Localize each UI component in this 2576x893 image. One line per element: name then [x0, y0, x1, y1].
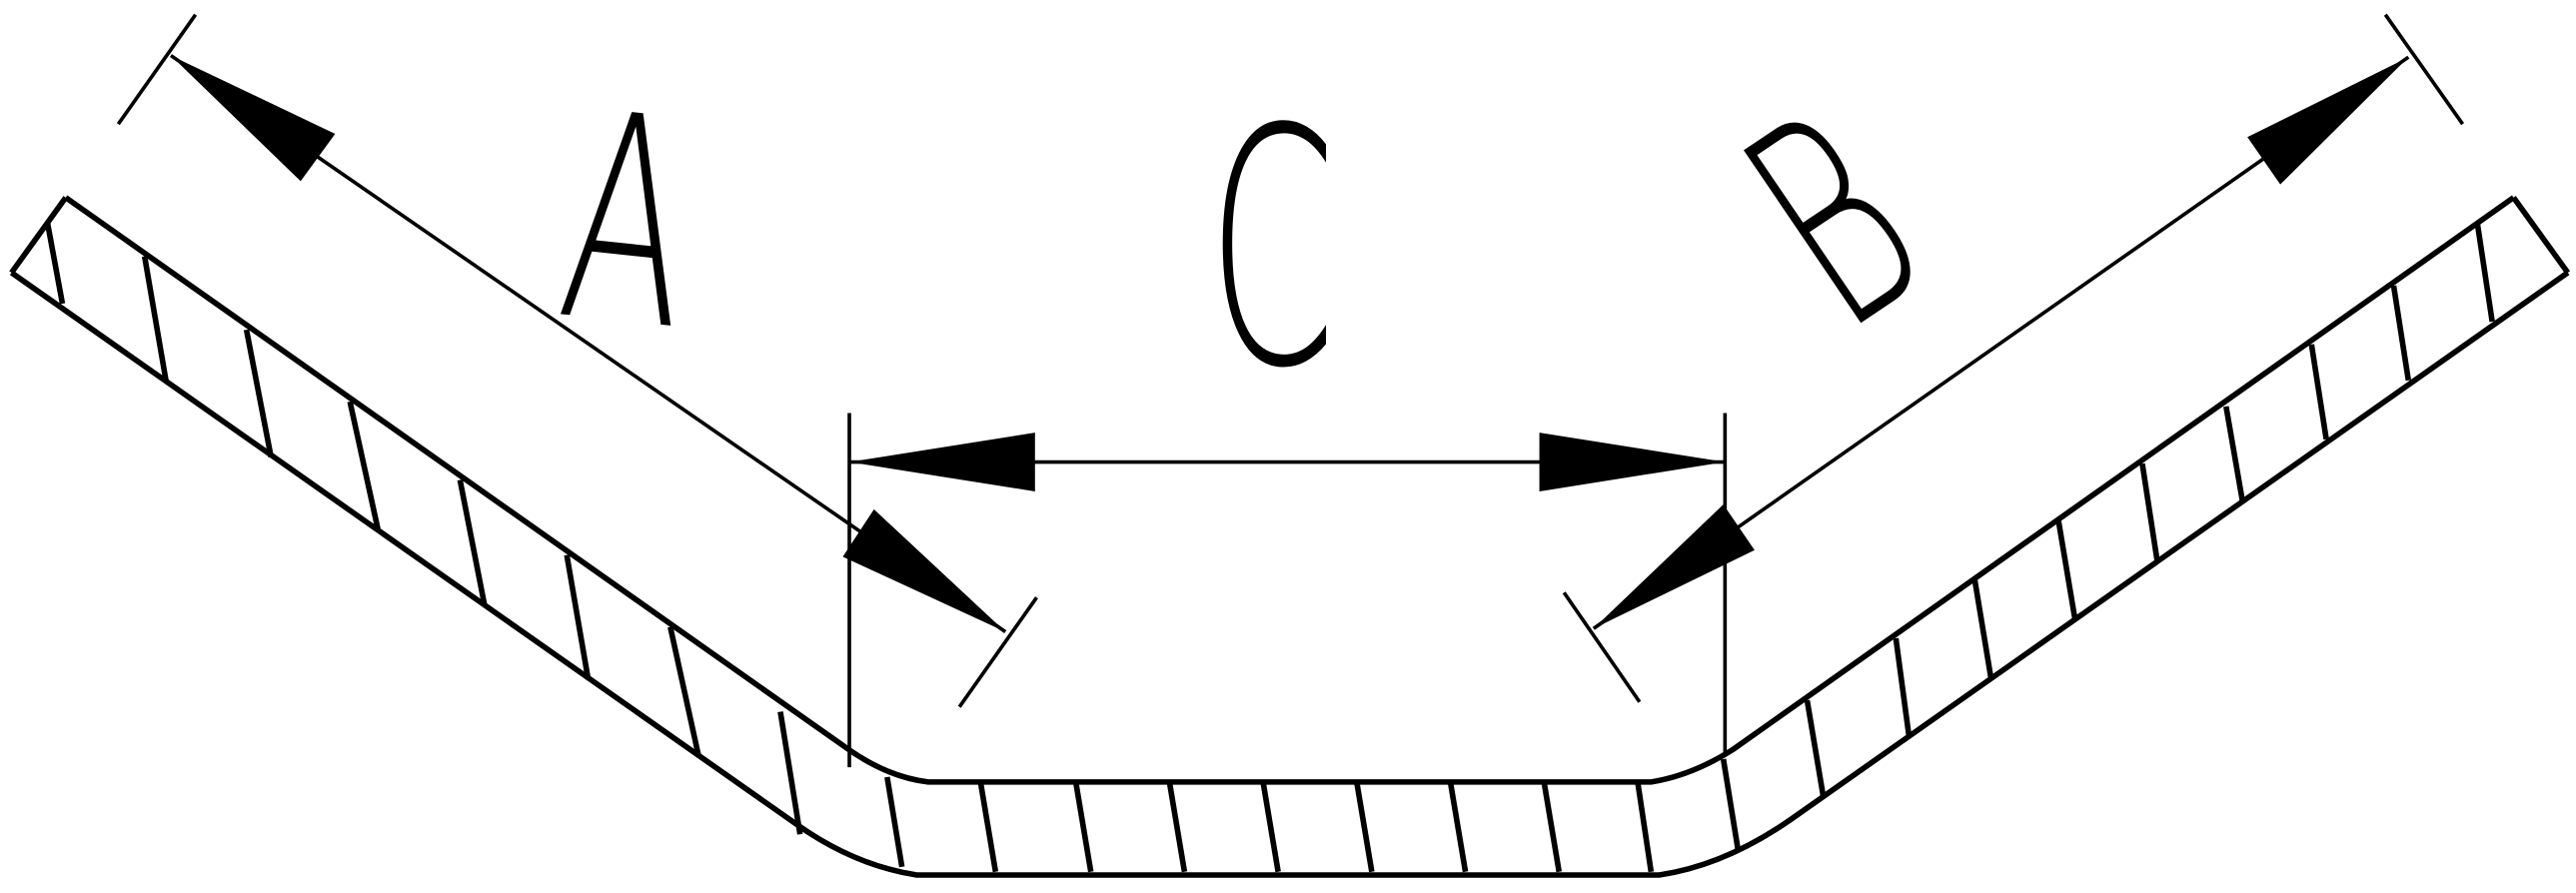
- dimension-b-arrow-bottom: [1593, 504, 1755, 629]
- hatch-line: [347, 401, 381, 530]
- dimension-b-extension-top: [2383, 13, 2465, 126]
- dimension-c: [847, 413, 1728, 768]
- dimension-a-arrow-top: [170, 55, 336, 182]
- hatch-line: [2390, 285, 2412, 382]
- hatch-line: [667, 626, 701, 755]
- dimension-b-label: B: [1695, 53, 1975, 392]
- hatch-line: [1354, 783, 1375, 873]
- hatch-line: [2139, 462, 2160, 561]
- hatch-line: [2308, 344, 2329, 441]
- hatch-line: [1541, 783, 1563, 873]
- hatch-line: [2223, 406, 2245, 502]
- dimension-b-arrow-top: [2247, 57, 2409, 185]
- dimension-a-label: A: [549, 51, 704, 394]
- hatch-line: [1635, 783, 1655, 873]
- hatch-line: [2474, 223, 2495, 323]
- dimension-a-extension-top: [116, 13, 198, 126]
- hatch-line: [2055, 519, 2078, 619]
- channel-left-end: [9, 196, 69, 275]
- hatch-line: [1893, 637, 1913, 737]
- hatch-line: [1260, 783, 1281, 873]
- dimension-a-extension-bottom: [957, 596, 1038, 708]
- dimension-lines: [116, 13, 2465, 768]
- dimension-c-arrow-right: [1539, 433, 1726, 491]
- dimension-a: [116, 13, 1038, 708]
- hatch-line: [977, 783, 999, 873]
- hatch-line: [1073, 783, 1094, 873]
- dimension-b-extension-bottom: [1562, 591, 1642, 703]
- hatch-line: [243, 329, 275, 458]
- channel-outer-edge: [9, 270, 2570, 878]
- dimension-a-arrow-bottom: [842, 508, 1006, 632]
- dimension-b: [1562, 13, 2465, 703]
- hatch-line: [1448, 783, 1469, 873]
- hatch-line: [777, 711, 803, 835]
- dimension-c-label: C: [1207, 60, 1336, 441]
- channel-inner-edge: [64, 195, 2516, 785]
- hatch-line: [1804, 699, 1827, 799]
- hatch-line: [1720, 758, 1742, 851]
- channel-right-end: [2511, 196, 2571, 275]
- hatch-line: [1166, 783, 1188, 873]
- hatch-line: [884, 776, 905, 868]
- hatch-line: [457, 478, 488, 606]
- hatch-line: [1971, 578, 1994, 680]
- dimension-c-arrow-left: [849, 433, 1035, 491]
- hatch-line: [141, 256, 169, 382]
- section-hatching: [44, 223, 2495, 873]
- hatch-line: [44, 223, 66, 305]
- channel-profile: [9, 195, 2571, 878]
- hatch-line: [564, 554, 592, 680]
